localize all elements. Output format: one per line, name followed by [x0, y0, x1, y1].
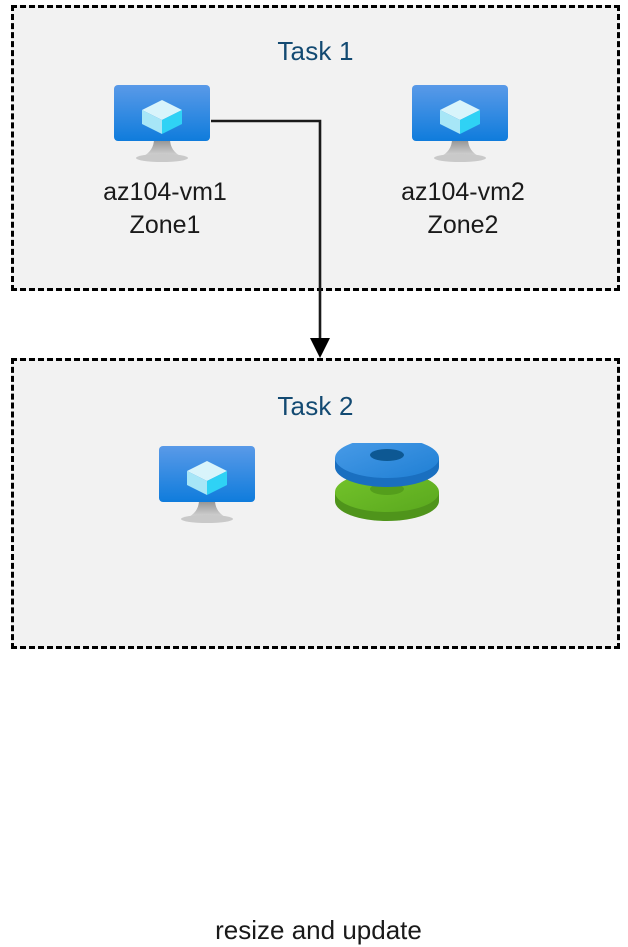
virtual-machine-icon-vm2 [408, 83, 512, 170]
task-2-title: Task 2 [277, 391, 354, 421]
vm2-label: az104-vm2 Zone2 [401, 178, 525, 239]
task-1-container: Task 1 [11, 5, 620, 291]
task-2-caption: resize and update [215, 915, 422, 945]
task-2-container: Task 2 resize and update [11, 358, 620, 945]
task-1-title: Task 1 [277, 36, 354, 66]
virtual-machine-icon-vm1 [110, 83, 214, 170]
managed-disks-icon [332, 438, 442, 530]
diagram-canvas: Task 1 az104-vm1 Z [11, 5, 620, 945]
virtual-machine-icon-vm3 [155, 444, 259, 531]
vm1-label: az104-vm1 Zone1 [103, 178, 227, 239]
